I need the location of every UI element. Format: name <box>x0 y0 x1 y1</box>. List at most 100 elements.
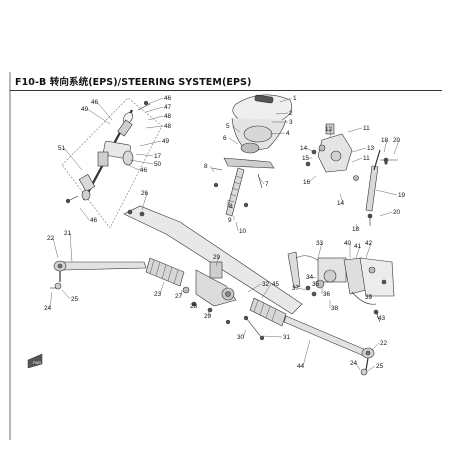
callout-c46a: 46 <box>91 99 99 106</box>
callout-c32: 32 <box>262 281 270 288</box>
leader-line-c11b <box>351 157 363 163</box>
leader-line-c6 <box>228 137 239 145</box>
callout-c41: 41 <box>354 243 362 250</box>
callout-c19: 19 <box>398 192 406 199</box>
leader-line-c5 <box>231 125 241 133</box>
leader-line-c16 <box>308 175 317 183</box>
callout-c8b: 8 <box>229 203 233 210</box>
callout-c43: 43 <box>378 315 386 322</box>
title-bar: F10-B 转向系统(EPS)/STEERING SYSTEM(EPS) <box>10 72 442 91</box>
callout-c31: 31 <box>283 334 291 341</box>
leader-line-c23 <box>159 281 165 295</box>
callout-c3: 3 <box>289 119 293 126</box>
tilt-bracket <box>223 157 275 169</box>
leader-line-c32 <box>247 283 262 293</box>
lower-joint <box>78 174 96 192</box>
steering-shaft-assembly <box>61 97 163 229</box>
leader-line-c45 <box>261 283 272 299</box>
leader-line-c1 <box>279 97 293 103</box>
leader-line-c20a <box>393 139 400 155</box>
leader-line-c27 <box>180 289 183 297</box>
callout-c29b: 29 <box>204 313 212 320</box>
callout-c26: 26 <box>141 190 149 197</box>
callout-c30: 30 <box>237 334 245 341</box>
callout-c47: 47 <box>164 104 172 111</box>
callout-c46d: 46 <box>164 95 172 102</box>
steering-column <box>211 94 293 217</box>
leader-line-c42 <box>365 242 372 259</box>
callout-c4: 4 <box>286 130 290 137</box>
callout-c40: 40 <box>344 240 352 247</box>
callout-c11b: 11 <box>363 155 370 162</box>
steering-rack <box>123 205 303 341</box>
callout-c46c: 46 <box>90 217 98 224</box>
eps-controller-assembly <box>287 251 395 323</box>
leader-line-c31 <box>261 335 283 338</box>
leader-line-c33 <box>317 242 323 259</box>
leader-line-c29b <box>207 311 211 317</box>
mount-bracket <box>359 257 395 297</box>
leader-line-c46c <box>79 207 90 221</box>
leader-line-c41 <box>355 245 361 259</box>
leader-line-c49b <box>139 140 162 147</box>
callout-c45: 45 <box>272 281 280 288</box>
callout-c13: 13 <box>367 145 375 152</box>
leader-line-c49a <box>86 108 111 125</box>
leader-line-c34 <box>311 276 317 279</box>
leader-line-c8a <box>209 165 215 173</box>
callout-c38: 38 <box>331 305 339 312</box>
leader-line-c19 <box>375 189 398 196</box>
callout-c17: 17 <box>154 153 162 160</box>
leader-line-c22a <box>52 237 59 259</box>
leader-line-c51 <box>63 147 83 171</box>
page-title: F10-B 转向系统(EPS)/STEERING SYSTEM(EPS) <box>15 77 252 88</box>
callout-c10: 10 <box>239 228 247 235</box>
callout-c18b: 18 <box>352 226 360 233</box>
callout-c49a: 49 <box>81 106 89 113</box>
leader-line-c47 <box>145 106 164 113</box>
callout-c27: 27 <box>175 293 183 300</box>
callout-c12: 12 <box>325 126 333 133</box>
leader-line-c13 <box>351 147 367 153</box>
callout-c24a: 24 <box>44 305 52 312</box>
tilt-damper-assembly <box>305 123 398 226</box>
gas-spring <box>365 165 379 212</box>
callout-c48a: 48 <box>164 113 172 120</box>
callout-c6: 6 <box>223 135 227 142</box>
leader-line-c14b <box>339 193 344 204</box>
leader-line-c29a <box>215 256 220 267</box>
leader-line-c11a <box>347 127 363 133</box>
leader-line-c14a <box>305 147 315 153</box>
callout-c23: 23 <box>154 291 162 298</box>
leader-line-c22b <box>371 342 380 351</box>
fwd-label: FWD <box>33 361 41 365</box>
callout-c18a: 18 <box>381 137 389 144</box>
callout-c2: 2 <box>289 110 293 117</box>
callout-c25a: 25 <box>71 296 79 303</box>
callout-c9: 9 <box>228 217 232 224</box>
leader-line-c10 <box>235 221 239 232</box>
callout-c48b: 48 <box>164 123 172 130</box>
leader-line-c18b <box>355 223 359 230</box>
callout-c33: 33 <box>316 240 324 247</box>
leader-line-c7 <box>257 175 265 185</box>
callout-c5: 5 <box>226 123 230 130</box>
leader-line-c26 <box>141 192 148 211</box>
leader-line-c20b <box>379 211 393 217</box>
callout-c51: 51 <box>58 145 66 152</box>
callout-c28: 28 <box>190 303 198 310</box>
callout-c20b: 20 <box>393 209 401 216</box>
leader-line-c12 <box>329 128 332 139</box>
leader-line-c46d <box>147 97 164 105</box>
callout-c14b: 14 <box>337 200 345 207</box>
callout-c8a: 8 <box>204 163 208 170</box>
callout-c36: 36 <box>323 291 331 298</box>
callout-c24b: 24 <box>350 360 358 367</box>
leader-line-c46a <box>96 101 113 121</box>
leader-line-c48a <box>147 115 164 121</box>
callout-c22b: 22 <box>380 340 388 347</box>
fwd-direction-badge: FWD <box>27 353 43 369</box>
leader-line-c46b <box>125 163 140 171</box>
leader-line-c2 <box>275 112 289 115</box>
